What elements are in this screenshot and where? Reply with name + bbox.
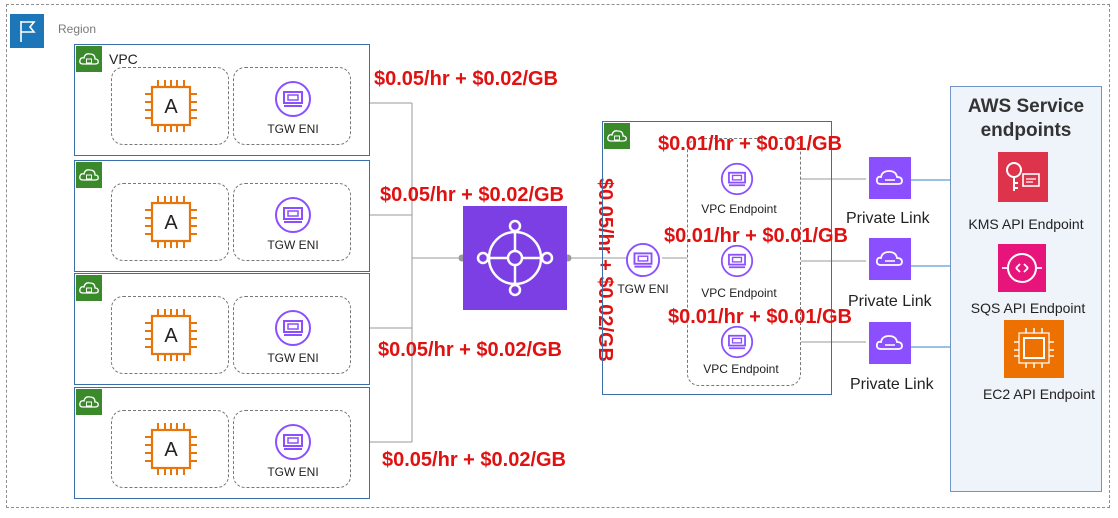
network-interface-icon: [625, 242, 661, 278]
sqs-icon: [998, 244, 1046, 292]
instance-label: A: [164, 439, 178, 461]
vpc-label: VPC: [109, 51, 138, 67]
ec2-instance-icon: A: [145, 423, 197, 475]
transit-gateway-icon: [463, 206, 567, 310]
tgw-price-3: $0.05/hr + $0.02/GB: [378, 339, 563, 361]
private-link-label-2: Private Link: [848, 293, 932, 310]
network-interface-icon: [275, 310, 311, 346]
region-boundary: [6, 4, 1110, 508]
ec2-subnet-box: A: [111, 410, 229, 488]
ec2-endpoint-label: EC2 API Endpoint: [982, 386, 1096, 402]
vpc-2: A TGW ENI: [74, 160, 370, 272]
vpc-endpoint-label-2: VPC Endpoint: [701, 286, 777, 300]
instance-label: A: [164, 212, 178, 234]
aws-services-title: AWS Service endpoints: [951, 95, 1101, 143]
vpc-endpoint-icon: [720, 325, 754, 359]
endpoint-price-3: $0.01/hr + $0.01/GB: [668, 306, 853, 328]
tgw-eni-box: TGW ENI: [233, 410, 351, 488]
tgw-eni-box: TGW ENI: [233, 67, 351, 145]
vpc-endpoint-label-1: VPC Endpoint: [701, 202, 777, 216]
tgw-eni-box: TGW ENI: [233, 183, 351, 261]
vpc-cloud-icon: [76, 162, 102, 188]
vpc-3: A TGW ENI: [74, 273, 370, 385]
tgw-price-2: $0.05/hr + $0.02/GB: [380, 184, 565, 206]
endpoint-price-1: $0.01/hr + $0.01/GB: [658, 133, 843, 155]
vpc-cloud-icon: [76, 46, 102, 72]
private-link-icon: [869, 322, 911, 364]
endpoints-subnet-box: [687, 138, 801, 386]
ec2-instance-icon: A: [145, 196, 197, 248]
instance-label: A: [164, 96, 178, 118]
private-link-label-1: Private Link: [846, 210, 930, 227]
tgw-price-1: $0.05/hr + $0.02/GB: [374, 68, 559, 90]
vpc-endpoint-icon: [720, 162, 754, 196]
instance-label: A: [164, 325, 178, 347]
private-link-label-3: Private Link: [850, 376, 934, 393]
vpc-cloud-icon: [76, 389, 102, 415]
tgw-eni-box: TGW ENI: [233, 296, 351, 374]
vpc-1: VPC A TGW ENI: [74, 44, 370, 156]
endpoints-tgw-eni-label: TGW ENI: [617, 282, 669, 296]
vpc-cloud-icon: [604, 123, 630, 149]
aws-services-title-line1: AWS Service: [967, 96, 1085, 117]
region-flag-icon: [10, 14, 44, 48]
private-link-icon: [869, 238, 911, 280]
ec2-instance-icon: A: [145, 80, 197, 132]
network-interface-icon: [275, 81, 311, 117]
kms-endpoint-label: KMS API Endpoint: [968, 216, 1084, 232]
region-label: Region: [58, 22, 97, 36]
tgw-eni-label: TGW ENI: [267, 465, 319, 479]
vpc-4: A TGW ENI: [74, 387, 370, 499]
tgw-eni-label: TGW ENI: [267, 122, 319, 136]
ec2-subnet-box: A: [111, 296, 229, 374]
ec2-subnet-box: A: [111, 67, 229, 145]
tgw-eni-label: TGW ENI: [267, 238, 319, 252]
ec2-service-icon: [1004, 320, 1064, 378]
vpc-cloud-icon: [76, 275, 102, 301]
ec2-instance-icon: A: [145, 309, 197, 361]
sqs-endpoint-label: SQS API Endpoint: [970, 300, 1086, 316]
vpc-endpoint-icon: [720, 244, 754, 278]
network-interface-icon: [275, 424, 311, 460]
private-link-icon: [869, 157, 911, 199]
kms-icon: [998, 152, 1048, 202]
ec2-subnet-box: A: [111, 183, 229, 261]
endpoints-vpc: [602, 121, 832, 395]
endpoint-price-2: $0.01/hr + $0.01/GB: [664, 225, 849, 247]
aws-services-title-line2: endpoints: [980, 120, 1072, 141]
network-interface-icon: [275, 197, 311, 233]
tgw-eni-label: TGW ENI: [267, 351, 319, 365]
tgw-price-4: $0.05/hr + $0.02/GB: [382, 449, 567, 471]
vpc-endpoint-label-3: VPC Endpoint: [703, 362, 779, 376]
